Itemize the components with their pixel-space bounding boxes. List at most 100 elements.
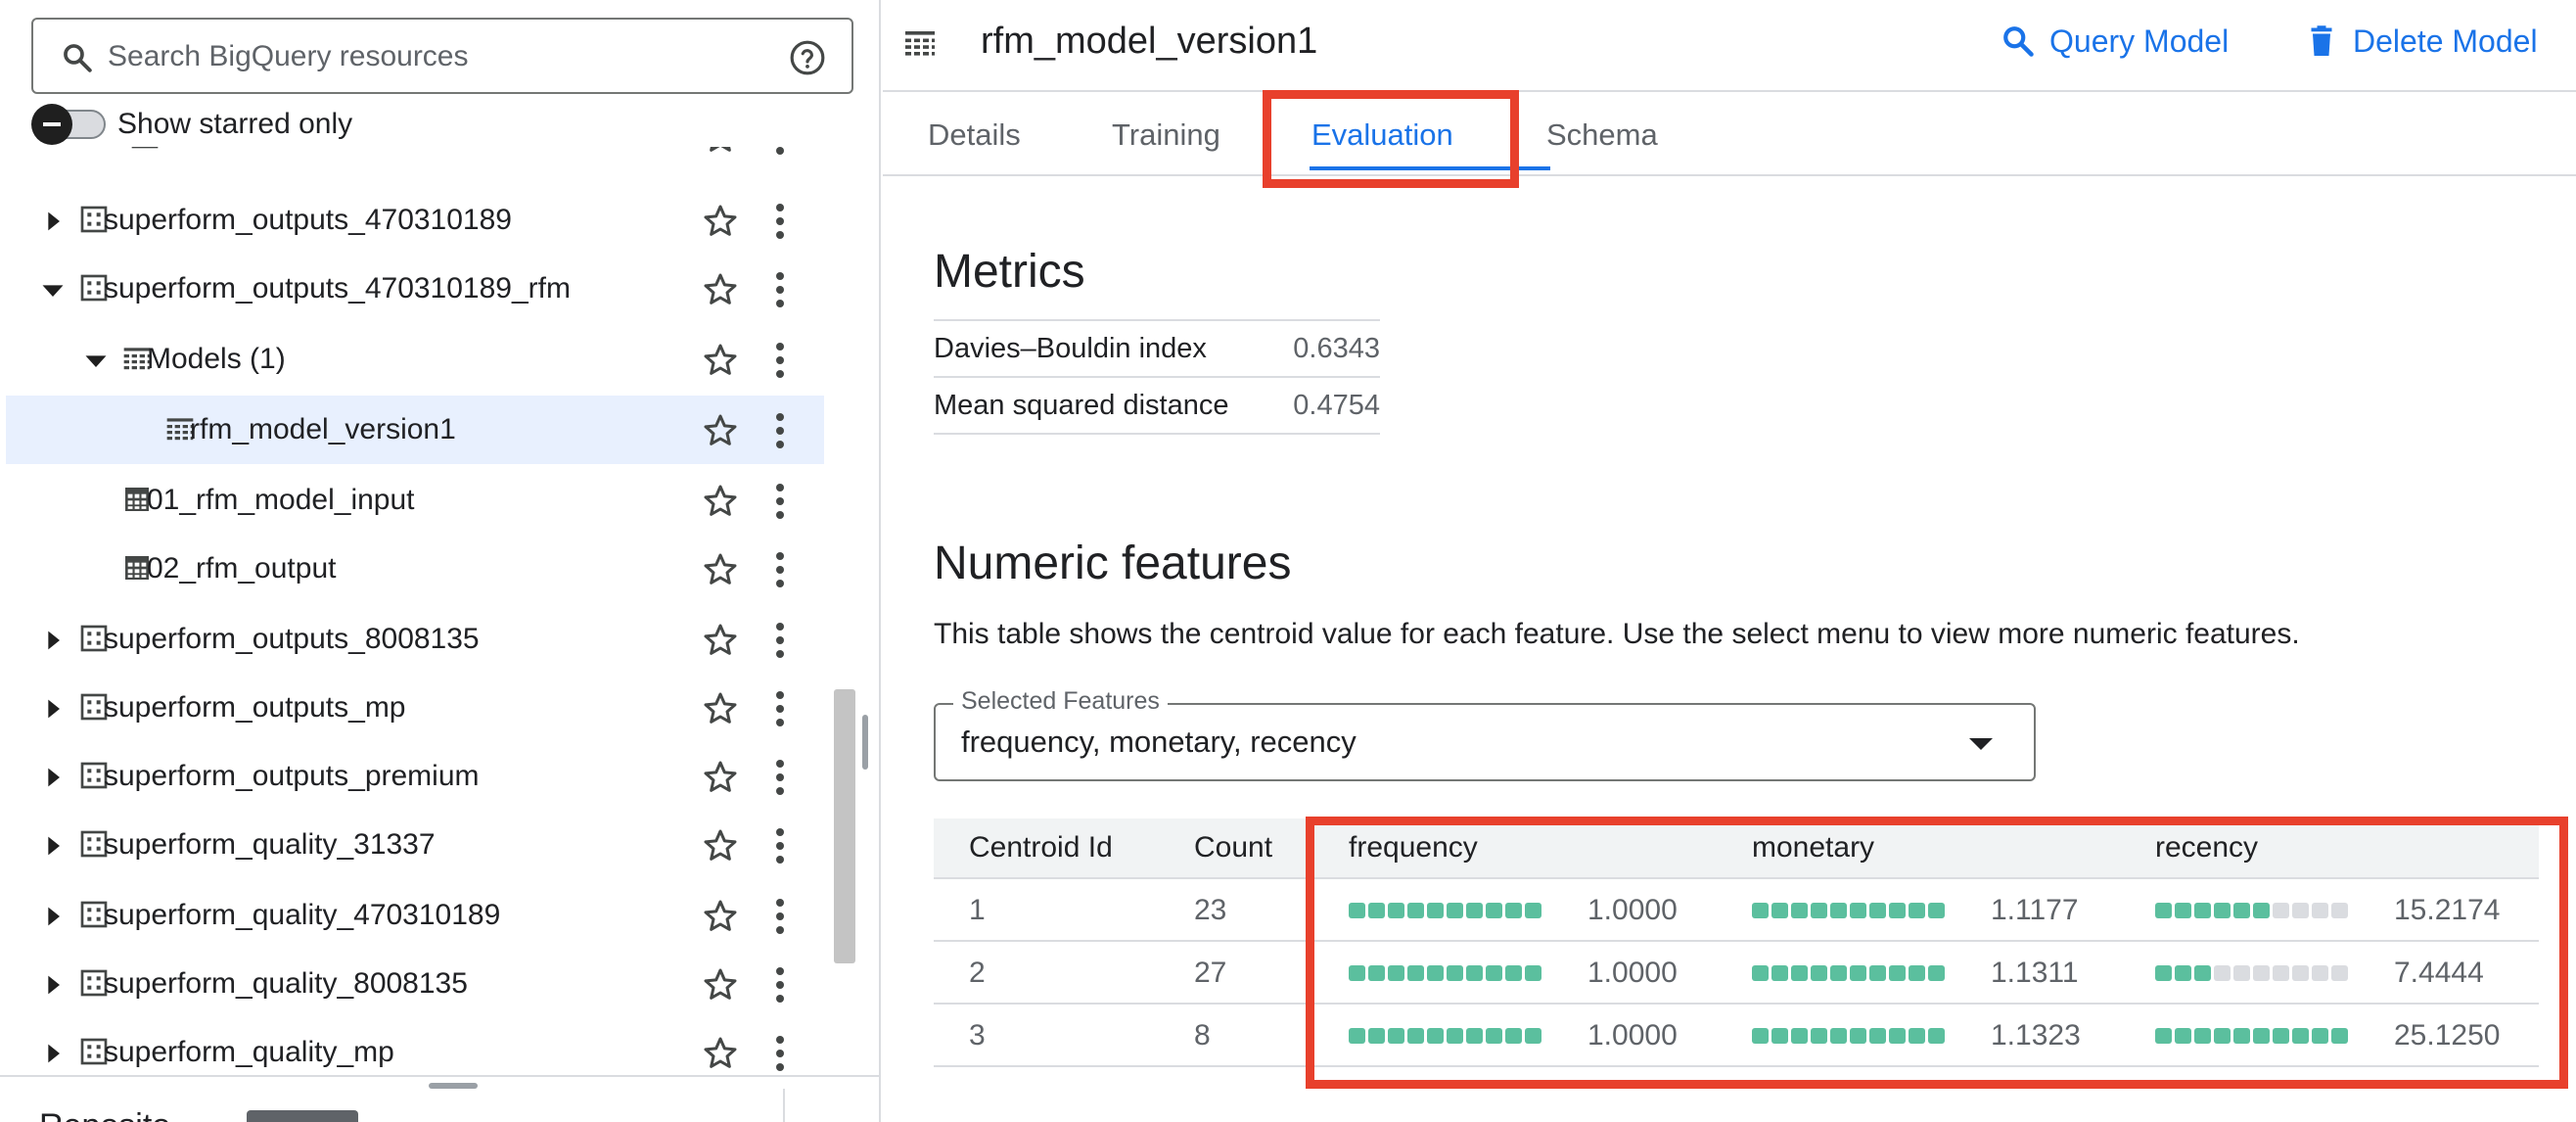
selected-features-select[interactable]: Selected Features frequency, monetary, r… xyxy=(934,685,2036,781)
select-label: Selected Features xyxy=(953,685,1168,717)
delete-model-label: Delete Model xyxy=(2353,23,2538,59)
more-options-icon[interactable] xyxy=(775,1036,785,1071)
dataset-icon xyxy=(78,204,110,235)
star-icon[interactable] xyxy=(701,965,740,1005)
tree-scrollbar[interactable] xyxy=(834,689,855,963)
panel-resize-handle[interactable] xyxy=(862,715,868,770)
chevron-right-icon[interactable] xyxy=(39,971,67,999)
more-options-icon[interactable] xyxy=(775,147,785,155)
query-model-button[interactable]: Query Model xyxy=(2001,20,2229,63)
tree-row-partial[interactable] xyxy=(6,147,824,170)
value-bar xyxy=(2155,903,2348,918)
more-options-icon[interactable] xyxy=(775,691,785,726)
value-bar xyxy=(1349,965,1541,981)
more-options-icon[interactable] xyxy=(775,623,785,658)
toggle-knob[interactable] xyxy=(31,104,72,145)
star-icon[interactable] xyxy=(701,621,740,660)
star-icon[interactable] xyxy=(701,550,740,589)
more-options-icon[interactable] xyxy=(775,760,785,795)
more-options-icon[interactable] xyxy=(775,204,785,239)
tree-row[interactable]: superform_outputs_8008135 xyxy=(6,605,824,674)
chevron-right-icon[interactable] xyxy=(39,903,67,930)
star-icon[interactable] xyxy=(701,202,740,241)
tree-row-label: superform_outputs_premium xyxy=(104,760,480,792)
centroid-id-cell: 3 xyxy=(969,1019,986,1052)
star-icon[interactable] xyxy=(701,689,740,728)
chevron-right-icon[interactable] xyxy=(39,208,67,235)
recency-value: 15.2174 xyxy=(2394,894,2501,926)
help-icon[interactable] xyxy=(789,39,826,76)
dataset-icon xyxy=(78,272,110,304)
tree-row[interactable]: superform_outputs_470310189_rfm xyxy=(6,255,824,323)
chevron-down-icon[interactable] xyxy=(82,347,110,374)
tab-evaluation[interactable]: Evaluation xyxy=(1311,117,1453,152)
star-icon[interactable] xyxy=(701,897,740,936)
col-header-centroid-id: Centroid Id xyxy=(969,831,1113,864)
resource-tree: superform_outputs_470310189 superform_out… xyxy=(6,147,824,1077)
bottom-panel-drag-handle[interactable] xyxy=(429,1083,478,1089)
col-header-frequency: frequency xyxy=(1349,831,1478,864)
col-header-monetary: monetary xyxy=(1752,831,1875,864)
divider xyxy=(783,1089,785,1122)
numeric-features-title: Numeric features xyxy=(934,538,1292,589)
table-header: Centroid Id Count frequency monetary rec… xyxy=(934,818,2539,879)
tree-row-label: superform_quality_8008135 xyxy=(104,967,468,1000)
more-options-icon[interactable] xyxy=(775,413,785,448)
chevron-right-icon[interactable] xyxy=(39,1040,67,1067)
count-cell: 8 xyxy=(1194,1019,1211,1052)
more-options-icon[interactable] xyxy=(775,967,785,1003)
chevron-right-icon[interactable] xyxy=(39,832,67,860)
star-icon[interactable] xyxy=(701,1034,740,1073)
chevron-down-icon[interactable] xyxy=(39,276,67,304)
tab-schema[interactable]: Schema xyxy=(1546,117,1658,152)
chevron-right-icon[interactable] xyxy=(39,695,67,723)
tree-row[interactable]: superform_outputs_470310189 xyxy=(6,186,824,255)
col-header-count: Count xyxy=(1194,831,1273,864)
tree-row-label: rfm_model_version1 xyxy=(190,413,456,445)
more-options-icon[interactable] xyxy=(775,484,785,519)
tree-row[interactable]: superform_quality_31337 xyxy=(6,811,824,879)
tree-row[interactable]: Models (1) xyxy=(6,325,824,394)
dropdown-arrow-icon[interactable] xyxy=(1969,738,1993,750)
star-icon[interactable] xyxy=(701,482,740,521)
tree-row[interactable]: 01_rfm_model_input xyxy=(6,466,824,535)
delete-model-button[interactable]: Delete Model xyxy=(2304,20,2538,63)
active-tab-indicator xyxy=(1310,166,1550,170)
more-options-icon[interactable] xyxy=(775,899,785,934)
tree-row[interactable]: 02_rfm_output xyxy=(6,535,824,603)
frequency-value: 1.0000 xyxy=(1587,1019,1678,1052)
count-cell: 23 xyxy=(1194,894,1227,926)
more-options-icon[interactable] xyxy=(775,828,785,864)
tab-details[interactable]: Details xyxy=(928,117,1021,152)
monetary-value: 1.1323 xyxy=(1991,1019,2081,1052)
chevron-right-icon[interactable] xyxy=(39,764,67,791)
model-header: rfm_model_version1 Query Model Delete Mo… xyxy=(883,0,2576,92)
more-options-icon[interactable] xyxy=(775,272,785,307)
tree-row-label: 02_rfm_output xyxy=(147,552,337,584)
metric-key: Davies–Bouldin index xyxy=(934,333,1207,364)
tree-row[interactable]: superform_outputs_mp xyxy=(6,674,824,742)
star-icon[interactable] xyxy=(701,411,740,450)
more-options-icon[interactable] xyxy=(775,343,785,378)
star-icon[interactable] xyxy=(701,826,740,865)
tree-row[interactable]: superform_quality_8008135 xyxy=(6,950,824,1018)
chevron-right-icon[interactable] xyxy=(39,627,67,654)
dataset-icon xyxy=(78,760,110,791)
search-box[interactable]: Search BigQuery resources xyxy=(31,18,853,94)
star-icon[interactable] xyxy=(701,341,740,380)
star-icon[interactable] xyxy=(701,270,740,309)
more-options-icon[interactable] xyxy=(775,552,785,587)
show-starred-toggle[interactable]: Show starred only xyxy=(31,102,423,145)
tree-row-label: superform_outputs_8008135 xyxy=(104,623,480,655)
search-input[interactable]: Search BigQuery resources xyxy=(108,40,469,72)
tree-row[interactable]: superform_quality_470310189 xyxy=(6,881,824,950)
tree-row[interactable]: superform_outputs_premium xyxy=(6,742,824,811)
tree-row[interactable]: superform_quality_mp xyxy=(6,1018,824,1077)
tree-row[interactable]: rfm_model_version1 xyxy=(6,396,824,464)
tab-training[interactable]: Training xyxy=(1112,117,1220,152)
star-icon[interactable] xyxy=(701,147,740,157)
star-icon[interactable] xyxy=(701,758,740,797)
bottom-panel-badge xyxy=(247,1110,358,1122)
model-details-panel: rfm_model_version1 Query Model Delete Mo… xyxy=(883,0,2576,1122)
tree-row-label: superform_outputs_470310189 xyxy=(104,204,512,236)
